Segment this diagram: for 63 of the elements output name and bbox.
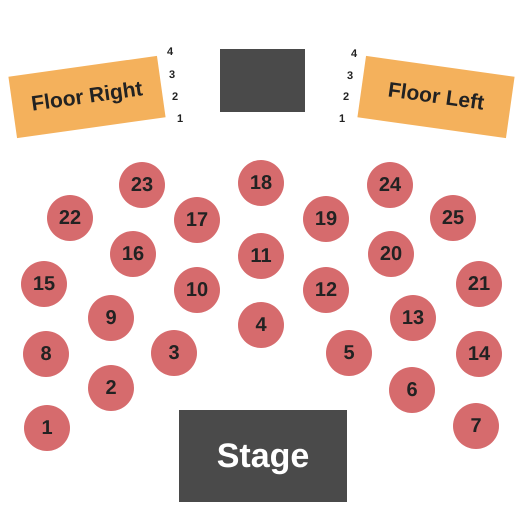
table-number: 9 <box>105 306 117 330</box>
table-number: 6 <box>406 378 418 402</box>
table-number: 13 <box>402 306 424 330</box>
row-number: 2 <box>172 91 178 103</box>
table-circle <box>456 331 502 377</box>
section-label: Floor Left <box>386 78 486 116</box>
table-number: 14 <box>468 342 490 366</box>
table-circle <box>21 261 67 307</box>
table-circle <box>151 330 197 376</box>
table-number: 1 <box>41 416 53 440</box>
table-number: 11 <box>250 244 272 268</box>
table-circle <box>238 160 284 206</box>
table-circle <box>389 367 435 413</box>
section-label: Floor Right <box>30 77 144 117</box>
stage-block <box>179 410 347 502</box>
table-circle <box>430 195 476 241</box>
table-number: 25 <box>442 206 464 230</box>
table-number: 15 <box>32 272 56 296</box>
table-circle <box>390 295 436 341</box>
table-circle <box>88 365 134 411</box>
table-circle <box>174 197 220 243</box>
row-number: 2 <box>343 91 350 103</box>
table-number: 4 <box>255 314 267 336</box>
table-number: 2 <box>105 376 117 400</box>
table-circle <box>303 267 349 313</box>
table-number: 5 <box>343 342 355 364</box>
table-number: 16 <box>122 242 144 266</box>
table-circle <box>453 403 499 449</box>
table-circle <box>367 162 413 208</box>
stage-label: Stage <box>216 436 310 476</box>
table-circle <box>456 261 502 307</box>
table-number: 22 <box>58 206 82 230</box>
row-number: 4 <box>351 48 358 60</box>
table-number: 17 <box>186 208 208 232</box>
table-circle <box>23 331 69 377</box>
table-circle <box>24 405 70 451</box>
table-circle <box>47 195 93 241</box>
table-circle <box>303 196 349 242</box>
table-number: 24 <box>378 174 402 196</box>
table-circle <box>110 231 156 277</box>
table-number: 20 <box>380 242 402 266</box>
table-number: 3 <box>168 342 180 364</box>
table-circle <box>238 302 284 348</box>
table-circle <box>174 267 220 313</box>
table-number: 7 <box>470 414 482 438</box>
table-circle <box>119 162 165 208</box>
table-circle <box>326 330 372 376</box>
table-number: 19 <box>314 208 338 230</box>
row-number: 4 <box>167 46 174 58</box>
table-number: 8 <box>40 342 52 366</box>
table-circle <box>88 295 134 341</box>
table-circle <box>238 233 284 279</box>
control-booth-block <box>220 49 305 112</box>
table-number: 12 <box>314 278 338 302</box>
row-number: 1 <box>177 113 184 125</box>
table-number: 23 <box>130 174 154 196</box>
table-number: 18 <box>250 172 272 194</box>
table-number: 10 <box>186 278 208 302</box>
row-number: 3 <box>347 70 354 82</box>
table-circle <box>368 231 414 277</box>
row-number: 3 <box>169 69 176 81</box>
row-number: 1 <box>339 113 346 125</box>
table-number: 21 <box>468 272 490 296</box>
